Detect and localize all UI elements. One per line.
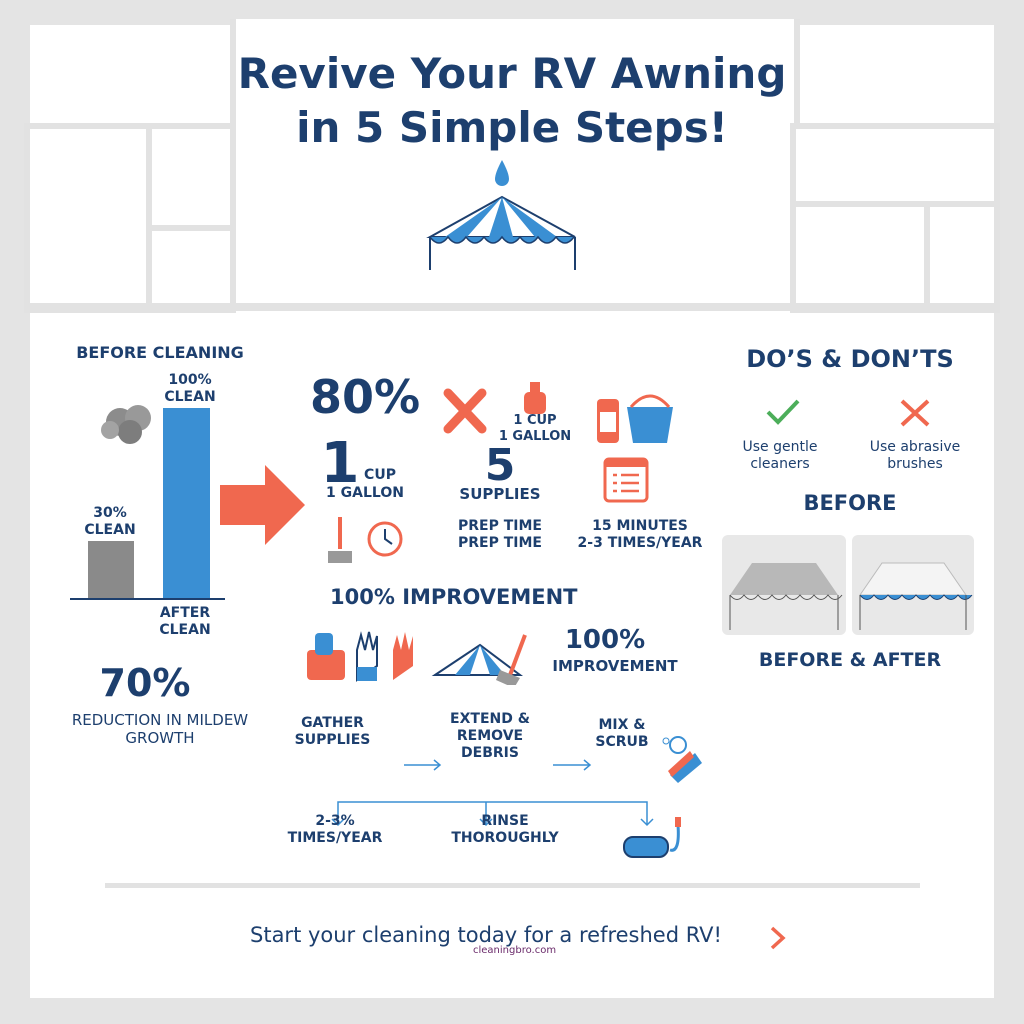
infographic-card: Revive Your RV Awning in 5 Simple Steps!…	[24, 19, 1000, 998]
do-text: Use gentle cleaners	[742, 439, 818, 472]
cleaner-bucket-icon	[597, 394, 673, 443]
bar-label-before: 30% CLEAN	[84, 505, 136, 538]
wrench-icon	[443, 388, 487, 434]
improvement-label: IMPROVEMENT	[552, 657, 678, 675]
gallon-label: 1 GALLON	[326, 485, 404, 501]
flow-arrows	[331, 759, 654, 827]
spray-bottle-icon	[524, 382, 546, 414]
bar-after	[163, 408, 210, 598]
title-line-1: Revive Your RV Awning	[237, 49, 787, 98]
stat-80: 80%	[309, 370, 421, 424]
step-extend: EXTEND & REMOVE DEBRIS	[450, 711, 530, 761]
step-mix: MIX & SCRUB	[595, 717, 649, 750]
chevron-right-icon[interactable]	[768, 925, 788, 951]
before-image	[722, 535, 846, 635]
x-icon	[900, 399, 930, 427]
stat-five: 5	[484, 440, 516, 491]
improvement-value: 100%	[564, 625, 646, 655]
stat-label: REDUCTION IN MILDEW GROWTH	[71, 711, 249, 747]
step-rinse: RINSE THOROUGHLY	[451, 813, 559, 846]
window-frame	[146, 123, 236, 231]
watermark: cleaningbro.com	[473, 945, 557, 956]
check-icon	[766, 399, 800, 425]
prep-time-label: PREP TIME PREP TIME	[458, 518, 542, 551]
window-frame	[24, 123, 152, 313]
supplies-row-icon	[307, 631, 527, 685]
window-frame	[924, 201, 1000, 313]
after-image	[852, 535, 974, 635]
chart-title: BEFORE CLEANING	[76, 343, 244, 362]
improvement-heading: 100% IMPROVEMENT	[330, 585, 578, 609]
title-line-2: in 5 Simple Steps!	[296, 103, 728, 152]
minutes-label: 15 MINUTES 2-3 TIMES/YEAR	[577, 518, 703, 551]
divider	[30, 303, 994, 311]
goggles-icon	[623, 817, 681, 858]
stat-value: 70%	[99, 661, 191, 705]
calendar-checklist-icon	[603, 457, 649, 503]
before-after-label: BEFORE & AFTER	[758, 649, 942, 671]
supplies-label: SUPPLIES	[459, 485, 541, 503]
cup-label: CUP	[364, 467, 396, 483]
window-frame	[146, 225, 236, 313]
chart-baseline	[70, 598, 225, 600]
cup-gallon-top: 1 CUP 1 GALLON	[498, 413, 572, 444]
cta-text[interactable]: Start your cleaning today for a refreshe…	[250, 923, 722, 947]
step-gather: GATHER SUPPLIES	[294, 715, 371, 748]
window-frame	[230, 19, 800, 313]
dirt-cloud-icon	[101, 405, 151, 444]
dont-text: Use abrasive brushes	[869, 439, 961, 472]
before-title: BEFORE	[803, 491, 897, 515]
awning-icon	[426, 160, 576, 270]
bar-label-after: 100% CLEAN	[164, 372, 216, 405]
bar-before	[88, 541, 134, 598]
step-times: 2-3% TIMES/YEAR	[287, 813, 383, 846]
broom-clock-icon	[328, 517, 403, 563]
dos-donts-title: DO’S & DON’TS	[746, 345, 954, 373]
stat-one: 1	[320, 431, 360, 496]
footer-divider	[105, 883, 920, 888]
scrub-brush-icon	[662, 736, 702, 783]
window-frame	[790, 201, 930, 313]
x-axis-label: AFTER CLEAN	[159, 605, 211, 638]
page-title: Revive Your RV Awning in 5 Simple Steps!	[160, 47, 864, 155]
arrow-right-icon	[220, 465, 305, 545]
